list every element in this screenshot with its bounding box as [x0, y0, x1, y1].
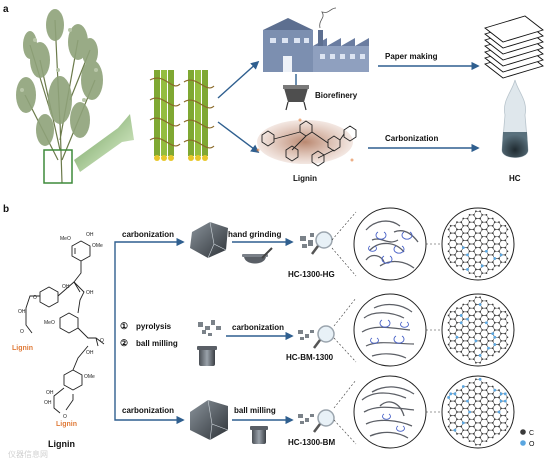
arrow-to-lignin — [217, 121, 260, 154]
ball-mill-jar-2 — [250, 426, 268, 444]
hc-label: HC — [509, 174, 521, 183]
lignin-title-b: Lignin — [48, 439, 75, 449]
watermark: 仪器信息网 — [8, 449, 48, 459]
svg-text:OH: OH — [62, 284, 70, 290]
route2-num2: ② — [120, 338, 128, 348]
lignin-tag-2: Lignin — [56, 421, 77, 428]
svg-text:OMe: OMe — [92, 243, 103, 249]
route1-step1: carbonization — [122, 230, 174, 239]
svg-text:O: O — [100, 338, 104, 344]
legend-o: O — [529, 441, 535, 448]
magnifier-icon-3 — [313, 409, 335, 433]
route1-product: HC-1300-HG — [288, 270, 335, 279]
lignin-label-a: Lignin — [293, 174, 317, 183]
lignin-molecule: MeO OMe OH OH OH O OH O MeO O OH OMe OH … — [18, 232, 105, 420]
paper-stack-icon — [484, 15, 544, 79]
svg-text:O: O — [63, 414, 67, 420]
route2-step3: carbonization — [232, 323, 284, 332]
fiber-bundle-2 — [183, 70, 215, 161]
route3-step2: ball milling — [234, 406, 276, 415]
route1-step2: hand grinding — [228, 230, 281, 239]
route3-product: HC-1300-BM — [288, 438, 335, 447]
route2-product: HC-BM-1300 — [286, 353, 334, 362]
lignin-structure-image — [256, 118, 357, 167]
carbonization-label-a: Carbonization — [385, 134, 438, 143]
route3-step1: carbonization — [122, 406, 174, 415]
biorefinery-label: Biorefinery — [315, 91, 358, 100]
magnifier-icon-1 — [311, 231, 333, 255]
stem-highlight-box — [43, 149, 73, 184]
panel-a-label: a — [3, 4, 9, 15]
fiber-bundle-1 — [149, 70, 181, 161]
branch-arrow-top — [114, 237, 185, 340]
route2-num1: ① — [120, 321, 128, 331]
route2-step1: pyrolysis — [136, 322, 172, 331]
mortar-icon — [242, 247, 273, 264]
svg-text:OMe: OMe — [84, 374, 95, 380]
arrow-to-factory — [217, 60, 260, 99]
panel-b-label: b — [3, 204, 9, 215]
svg-text:MeO: MeO — [60, 236, 71, 242]
svg-text:OH: OH — [44, 400, 52, 406]
particles-4 — [298, 414, 314, 424]
svg-text:OH: OH — [46, 390, 54, 396]
particles-1 — [300, 233, 314, 248]
lignin-tag-1: Lignin — [12, 345, 33, 352]
svg-text:O: O — [20, 329, 24, 335]
factory-icon — [263, 7, 369, 72]
microstructure-circles — [331, 207, 515, 449]
graphene-lattice-bm-1300 — [447, 296, 509, 364]
magnifier-icon-2 — [313, 325, 335, 349]
hc-vial-icon — [501, 79, 529, 158]
carbon-chunk-1 — [190, 221, 228, 259]
svg-text:OH: OH — [86, 350, 94, 356]
svg-text:OH: OH — [86, 232, 94, 238]
graphene-lattice-hg — [447, 210, 509, 278]
svg-text:OH: OH — [86, 290, 94, 296]
svg-text:MeO: MeO — [44, 320, 55, 326]
atom-legend: C O — [520, 429, 535, 448]
svg-text:OH: OH — [18, 309, 26, 315]
branch-arrow-bottom — [114, 340, 185, 425]
route2-step2: ball milling — [136, 339, 178, 348]
reactor-icon — [283, 85, 309, 111]
particles-3 — [298, 330, 314, 340]
particles-2 — [198, 320, 221, 336]
legend-c: C — [529, 430, 534, 437]
svg-text:O: O — [33, 295, 37, 301]
graphene-lattice-1300-bm — [447, 377, 509, 446]
ball-mill-jar-1 — [197, 346, 217, 366]
plant-illustration — [16, 9, 103, 184]
paper-making-label: Paper making — [385, 52, 438, 61]
zoom-arrow — [74, 114, 134, 172]
carbon-chunk-2 — [190, 399, 229, 441]
